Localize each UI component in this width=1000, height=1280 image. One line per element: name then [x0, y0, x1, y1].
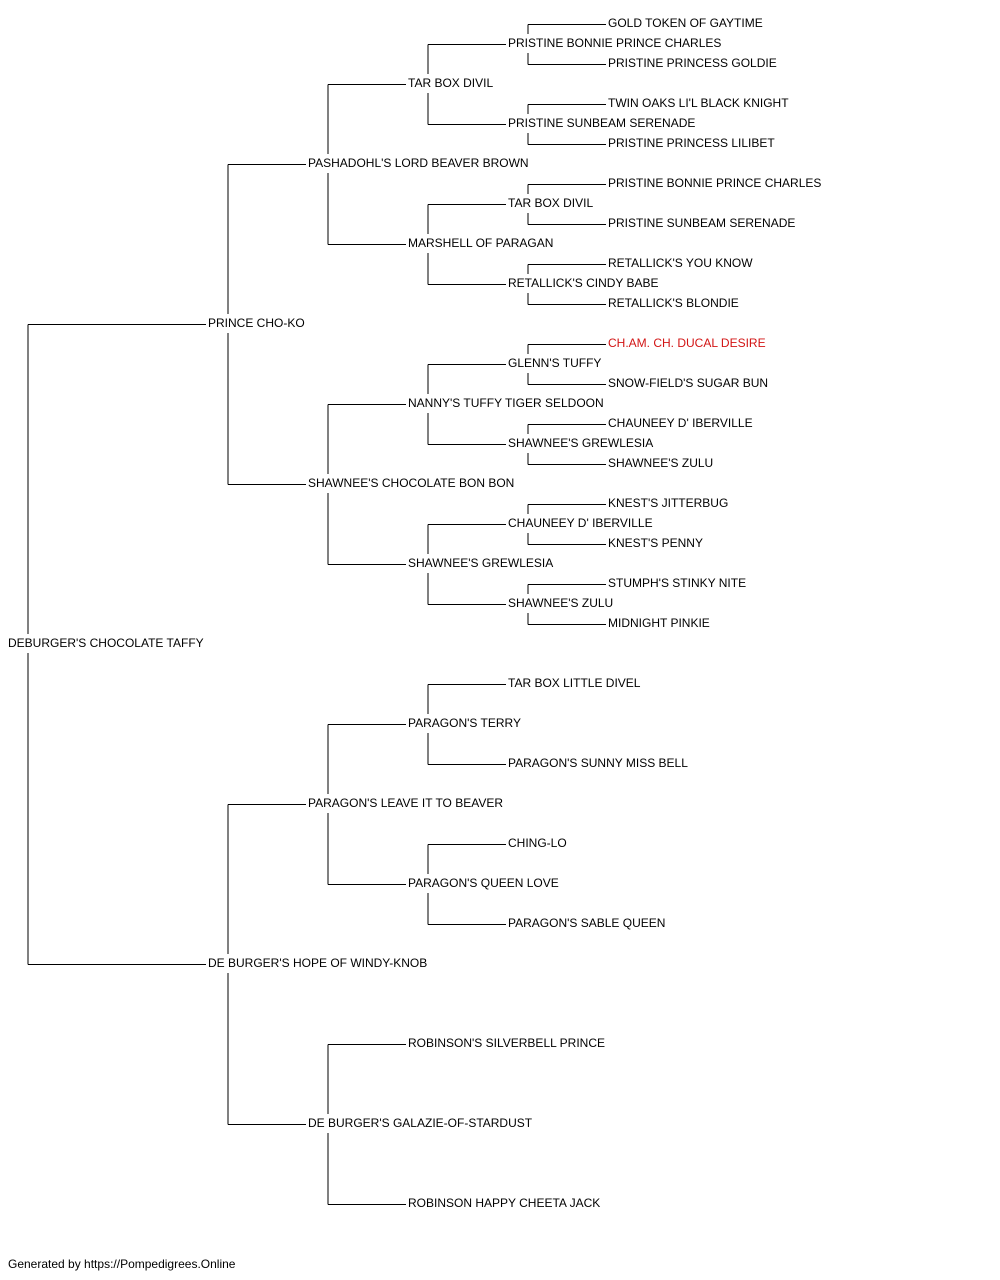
pedigree-node-root-s-s-s-s-s: GOLD TOKEN OF GAYTIME: [608, 16, 763, 30]
pedigree-node-root-d-d-d: ROBINSON HAPPY CHEETA JACK: [408, 1196, 601, 1210]
pedigree-node-root-s: PRINCE CHO-KO: [208, 316, 305, 330]
pedigree-node-root: DEBURGER'S CHOCOLATE TAFFY: [8, 636, 204, 650]
pedigree-node-root-s-d-d-d: SHAWNEE'S ZULU: [508, 596, 614, 610]
pedigree-node-root-s-s-d-d-s: RETALLICK'S YOU KNOW: [608, 256, 753, 270]
pedigree-node-root-s-d-s-d-s: CHAUNEEY D' IBERVILLE: [608, 416, 753, 430]
pedigree-node-root-s-d-s: NANNY'S TUFFY TIGER SELDOON: [408, 396, 604, 410]
pedigree-node-root-s-s-s-d-d: PRISTINE PRINCESS LILIBET: [608, 136, 775, 150]
pedigree-node-root-s-s-d-d-d: RETALLICK'S BLONDIE: [608, 296, 739, 310]
pedigree-node-root-s-s-d-s-d: PRISTINE SUNBEAM SERENADE: [608, 216, 796, 230]
pedigree-node-root-d-s-d: PARAGON'S QUEEN LOVE: [408, 876, 559, 890]
pedigree-node-root-d-d-s: ROBINSON'S SILVERBELL PRINCE: [408, 1036, 606, 1050]
pedigree-node-root-s-s-s: TAR BOX DIVIL: [408, 76, 494, 90]
pedigree-node-root-s-s-d: MARSHELL OF PARAGAN: [408, 236, 554, 250]
pedigree-node-root-d-s-s-s: TAR BOX LITTLE DIVEL: [508, 676, 641, 690]
pedigree-node-root-d-s-d-d: PARAGON'S SABLE QUEEN: [508, 916, 666, 930]
pedigree-node-root-s-s: PASHADOHL'S LORD BEAVER BROWN: [308, 156, 529, 170]
pedigree-node-root-s-d-s-s-d: SNOW-FIELD'S SUGAR BUN: [608, 376, 769, 390]
pedigree-node-root-s-s-s-d-s: TWIN OAKS LI'L BLACK KNIGHT: [608, 96, 789, 110]
pedigree-node-root-s-d-d: SHAWNEE'S GREWLESIA: [408, 556, 554, 570]
pedigree-node-root-s-s-d-s: TAR BOX DIVIL: [508, 196, 594, 210]
pedigree-node-root-s-s-s-d: PRISTINE SUNBEAM SERENADE: [508, 116, 696, 130]
pedigree-node-root-d-s-s-d: PARAGON'S SUNNY MISS BELL: [508, 756, 688, 770]
generated-by-footer: Generated by https://Pompedigrees.Online: [8, 1257, 236, 1271]
pedigree-node-root-s-s-d-d: RETALLICK'S CINDY BABE: [508, 276, 659, 290]
pedigree-node-root-s-d-d-d-s: STUMPH'S STINKY NITE: [608, 576, 747, 590]
pedigree-node-root-s-d-d-d-d: MIDNIGHT PINKIE: [608, 616, 710, 630]
pedigree-node-root-s-d-d-s: CHAUNEEY D' IBERVILLE: [508, 516, 653, 530]
pedigree-node-root-d-s-d-s: CHING-LO: [508, 836, 567, 850]
pedigree-node-root-s-d-s-d-d: SHAWNEE'S ZULU: [608, 456, 714, 470]
pedigree-node-root-d-d: DE BURGER'S GALAZIE-OF-STARDUST: [308, 1116, 533, 1130]
pedigree-node-root-s-d-s-d: SHAWNEE'S GREWLESIA: [508, 436, 654, 450]
pedigree-node-root-s-d-s-s: GLENN'S TUFFY: [508, 356, 602, 370]
pedigree-node-root-d-s: PARAGON'S LEAVE IT TO BEAVER: [308, 796, 504, 810]
pedigree-node-root-s-s-s-s-d: PRISTINE PRINCESS GOLDIE: [608, 56, 777, 70]
pedigree-node-root-s-d-d-s-d: KNEST'S PENNY: [608, 536, 703, 550]
pedigree-node-root-s-d: SHAWNEE'S CHOCOLATE BON BON: [308, 476, 515, 490]
pedigree-node-root-s-s-d-s-s: PRISTINE BONNIE PRINCE CHARLES: [608, 176, 822, 190]
pedigree-node-root-d-s-s: PARAGON'S TERRY: [408, 716, 521, 730]
pedigree-node-root-d: DE BURGER'S HOPE OF WINDY-KNOB: [208, 956, 428, 970]
pedigree-node-root-s-d-d-s-s: KNEST'S JITTERBUG: [608, 496, 729, 510]
pedigree-node-root-s-d-s-s-s: CH.AM. CH. DUCAL DESIRE: [608, 336, 766, 350]
pedigree-node-root-s-s-s-s: PRISTINE BONNIE PRINCE CHARLES: [508, 36, 722, 50]
